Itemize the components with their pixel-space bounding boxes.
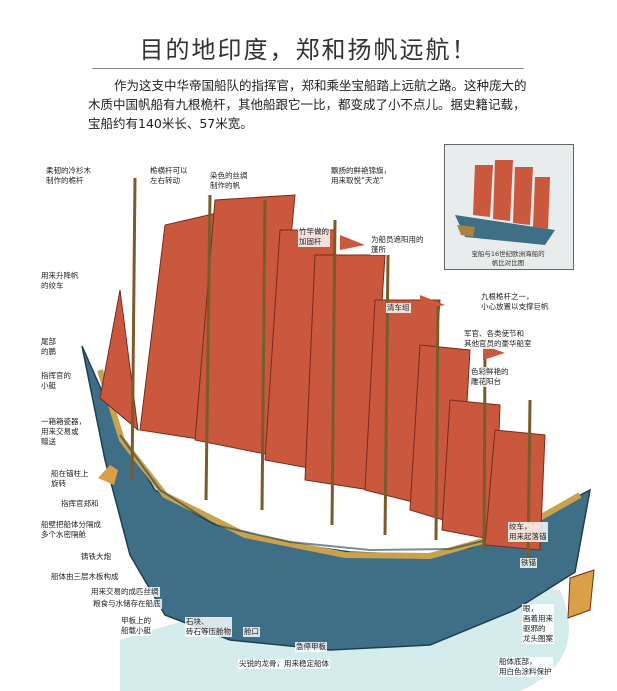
label-toilet: 为船员遮阳用的 篷所 — [370, 235, 425, 255]
label-small-boat: 甲板上的 船载小艇 — [120, 616, 152, 636]
label-ballast: 石块、 砖石等压舱物 — [185, 617, 232, 637]
label-compartments: 船壁把船体分隔成 多个水密隔舱 — [40, 520, 102, 540]
label-hatch: 舱口 — [243, 627, 260, 637]
label-cannon: 铸铁大炮 — [80, 552, 112, 562]
label-silk-trade: 用来交易的成匹丝绸 — [90, 587, 160, 597]
label-flag: 飘扬的鲜艳锦旗， 用来取悦“天龙” — [330, 166, 392, 186]
label-keel: 尖锐的龙骨，用来稳定船体 — [238, 659, 330, 669]
treasure-ship-illustration — [81, 177, 595, 691]
inset-comparison-image — [444, 144, 574, 270]
label-hull-layers: 船体由三层木板构成 — [50, 572, 120, 582]
label-fir-mast: 柔韧的冷杉木 制作的桅杆 — [45, 166, 92, 186]
label-nine-masts: 九根桅杆之一， 小心放置以支撑巨帆 — [480, 292, 550, 312]
label-pavilion: 清车组 — [386, 303, 411, 313]
label-eye: 眼， 画着用来 驱邪的 龙头图案 — [522, 604, 554, 644]
inset-caption: 宝船与16世纪欧洲海船的 帆比对比图 — [471, 250, 545, 267]
label-anchor-post: 船在锚柱上 旋转 — [50, 469, 90, 489]
intro-paragraph: 作为这支中华帝国船队的指挥官，郑和乘坐宝船踏上远航之路。这种庞大的木质中国帆船有… — [88, 78, 527, 131]
label-silk-sail: 染色的丝绸 制作的帆 — [209, 171, 249, 191]
label-porcelain: 一箱箱瓷器， 用来交易或 赠送 — [40, 417, 87, 447]
label-zhenghe: 指挥官郑和 — [60, 499, 100, 509]
label-anchor: 铁锚 — [520, 558, 537, 568]
label-officers: 军官、各类使节和 其他官员的豪华船室 — [463, 329, 533, 349]
label-bamboo-rod: 竹竿做的 加固杆 — [298, 227, 330, 247]
label-stern: 尾部 的鹏 — [40, 337, 57, 357]
label-balcony: 色彩鲜艳的 雕花阳台 — [470, 367, 510, 387]
label-mast-rotate: 桅横杆可以 左右转动 — [149, 166, 189, 186]
title-divider — [92, 68, 524, 69]
page-title: 目的地印度，郑和扬帆远航！ — [139, 36, 478, 64]
label-anchor-winch: 绞车， 用来起落锚 — [508, 522, 548, 542]
label-sail-winch: 用来升降帆 的绞车 — [40, 271, 80, 291]
label-commander-cabin: 指挥官的 小艇 — [40, 371, 72, 391]
label-bow-paint: 船体底部， 用白色涂料保护 — [498, 657, 553, 677]
label-deck: 急停甲板 — [295, 642, 327, 652]
label-food: 粮食与水储存在船底 — [92, 599, 162, 609]
